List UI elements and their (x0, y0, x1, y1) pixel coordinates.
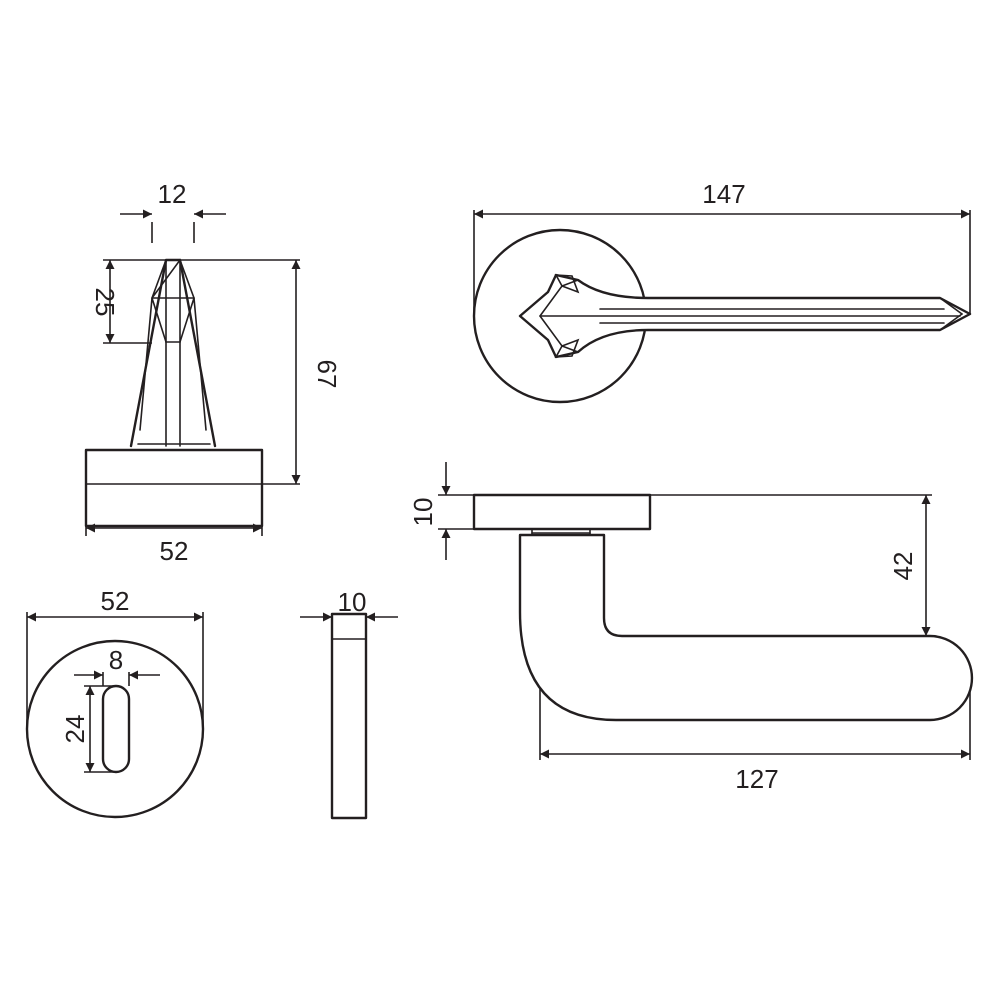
dim-label-24: 24 (60, 715, 90, 744)
dimension-lever-front-base-width: 52 (85, 523, 263, 566)
dim-label-67: 67 (312, 360, 342, 389)
dim-label-10-rose: 10 (338, 587, 367, 617)
dimension-handle-side-length: 127 (539, 688, 971, 794)
dim-label-52-front: 52 (160, 536, 189, 566)
dim-label-10-side: 10 (408, 498, 438, 527)
dimension-key-rose-thickness: 10 (300, 587, 398, 622)
lever-front-blade (129, 258, 217, 448)
lever-front-rose (84, 448, 264, 528)
dim-label-25: 25 (90, 288, 120, 317)
dim-label-52-rose: 52 (101, 586, 130, 616)
dimension-rose-thickness: 10 (408, 462, 474, 560)
dimension-handle-drop: 42 (650, 494, 932, 636)
dimension-lever-top-width: 12 (120, 179, 226, 243)
dim-label-147: 147 (702, 179, 745, 209)
key-rose-side (330, 612, 368, 820)
handle-side-view (472, 493, 974, 722)
dim-label-12: 12 (158, 179, 187, 209)
dimension-key-rose-diameter: 52 (26, 586, 204, 729)
handle-top-view (472, 228, 972, 404)
dimension-lever-tip-height: 25 (90, 259, 166, 344)
dimension-keyhole-height: 24 (60, 685, 116, 773)
dimension-keyhole-width: 8 (74, 645, 160, 686)
keyhole (101, 684, 131, 774)
dimension-handle-top-length: 147 (473, 179, 971, 316)
dim-label-8: 8 (109, 645, 123, 675)
dim-label-127: 127 (735, 764, 778, 794)
handle-side-rose (472, 493, 652, 531)
dimension-lever-front-height: 67 (180, 259, 342, 485)
key-rose-side-view (330, 612, 368, 820)
dim-label-42: 42 (888, 552, 918, 581)
